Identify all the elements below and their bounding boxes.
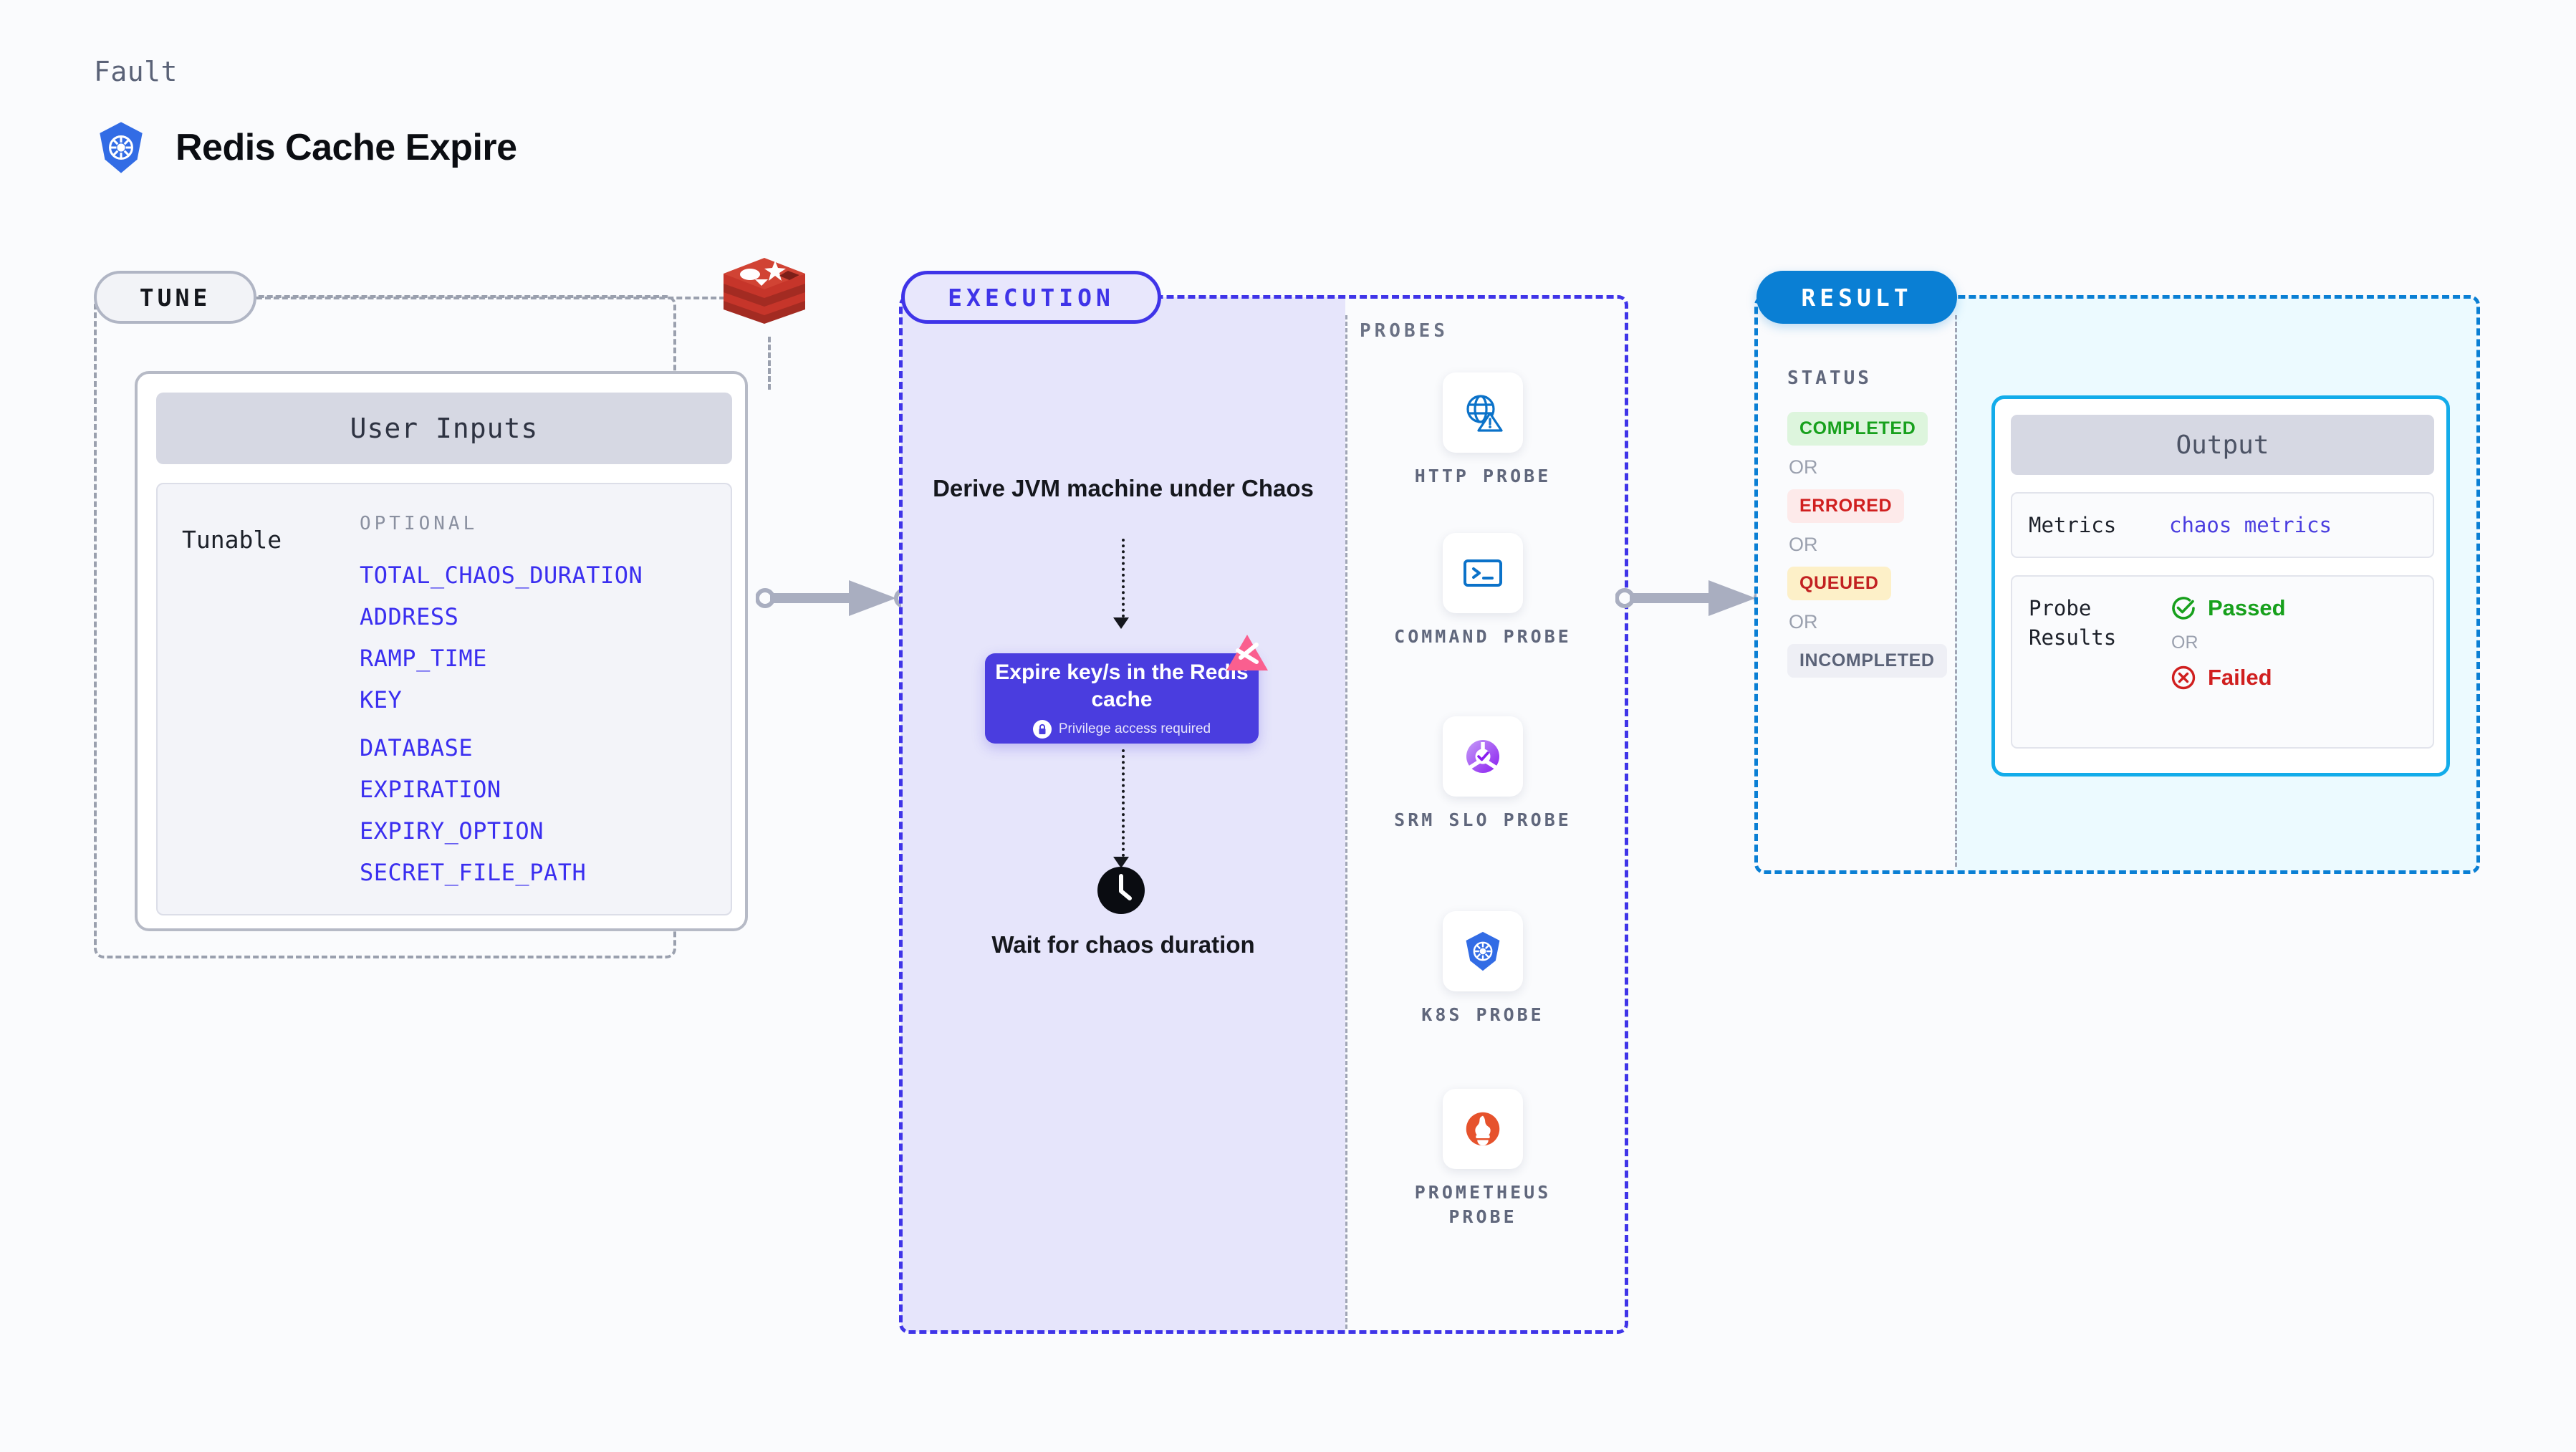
kubernetes-icon	[100, 122, 143, 173]
output-row-metrics: Metrics chaos metrics	[2011, 492, 2434, 558]
execution-step-top: Derive JVM machine under Chaos	[933, 475, 1314, 501]
globe-warning-icon	[1466, 395, 1503, 432]
flow-arrowhead	[1113, 857, 1129, 868]
output-row-probe-results: Probe Results Passed OR Failed	[2011, 575, 2434, 749]
tunable-item[interactable]: TOTAL_CHAOS_DURATION	[360, 562, 643, 589]
probe-verdicts: Passed OR Failed	[2169, 594, 2286, 692]
probe-item-http[interactable]: HTTP PROBE	[1375, 372, 1590, 489]
srm-slo-icon	[1466, 740, 1499, 773]
verdict-failed: Failed	[2169, 663, 2286, 692]
output-card: Output Metrics chaos metrics Probe Resul…	[1991, 395, 2450, 777]
terminal-icon	[1464, 559, 1502, 587]
status-or: OR	[1789, 534, 1818, 555]
verdict-passed-text: Passed	[2208, 595, 2286, 620]
probe-label: K8S PROBE	[1421, 1004, 1544, 1025]
tunable-item[interactable]: KEY	[360, 686, 403, 713]
tunable-item[interactable]: EXPIRY_OPTION	[360, 817, 544, 845]
probe-item-command[interactable]: COMMAND PROBE	[1375, 533, 1590, 649]
verdict-or: OR	[2171, 633, 2198, 653]
execution-badge: EXECUTION	[901, 271, 1161, 324]
flow-arrow-execution-to-result	[1615, 580, 1773, 616]
tunable-group-label: Tunable	[182, 526, 282, 554]
user-inputs-body: Tunable OPTIONAL TOTAL_CHAOS_DURATION AD…	[156, 483, 732, 915]
tunable-item[interactable]: ADDRESS	[360, 603, 459, 630]
status-or: OR	[1789, 611, 1818, 633]
tunable-item[interactable]: DATABASE	[360, 734, 474, 761]
result-inner-divider	[1955, 315, 1957, 867]
optional-label: OPTIONAL	[360, 513, 479, 534]
kubernetes-icon	[1466, 931, 1500, 971]
execution-step-bottom: Wait for chaos duration	[991, 931, 1255, 958]
user-inputs-card: User Inputs Tunable OPTIONAL TOTAL_CHAOS…	[135, 371, 748, 931]
probe-results-key: Probe Results	[2029, 596, 2117, 650]
flow-arrow-tune-to-execution	[756, 580, 913, 616]
probes-label: PROBES	[1360, 320, 1448, 342]
flow-arrowhead	[1113, 617, 1129, 629]
status-badge-queued: QUEUED	[1787, 567, 1891, 600]
result-section-frame	[1754, 295, 2480, 874]
execution-action-title: Expire key/s in the Redis cache	[995, 660, 1249, 711]
metrics-value[interactable]: chaos metrics	[2169, 513, 2332, 537]
redis-icon	[724, 258, 805, 324]
verdict-failed-text: Failed	[2208, 665, 2272, 690]
execution-section-frame	[899, 295, 1628, 1334]
probe-item-k8s[interactable]: K8S PROBE	[1375, 911, 1590, 1027]
probe-tile	[1443, 911, 1523, 991]
probe-tile	[1443, 533, 1523, 613]
metrics-key: Metrics	[2029, 512, 2117, 537]
x-circle-icon	[2171, 665, 2196, 690]
optional-column: OPTIONAL TOTAL_CHAOS_DURATION ADDRESS RA…	[360, 513, 731, 914]
status-label: STATUS	[1787, 367, 1872, 389]
page-title-row: Redis Cache Expire	[94, 120, 517, 175]
tunable-item[interactable]: RAMP_TIME	[360, 645, 487, 672]
privilege-note-text: Privilege access required	[1058, 721, 1211, 736]
flow-connector-dotted	[1122, 749, 1125, 857]
privilege-note: Privilege access required	[1032, 719, 1211, 739]
page-title: Redis Cache Expire	[176, 127, 517, 168]
probe-label: COMMAND PROBE	[1394, 626, 1572, 647]
page-eyebrow: Fault	[94, 56, 178, 87]
tunable-item[interactable]: SECRET_FILE_PATH	[360, 859, 587, 886]
probe-tile	[1443, 716, 1523, 797]
redis-connector-stub	[768, 337, 771, 390]
status-badge-incompleted: INCOMPLETED	[1787, 644, 1947, 678]
probe-tile	[1443, 372, 1523, 453]
result-badge: RESULT	[1756, 271, 1957, 324]
status-badge-errored: ERRORED	[1787, 489, 1905, 523]
execution-action-card[interactable]: Expire key/s in the Redis cache Privileg…	[985, 653, 1259, 744]
probe-tile	[1443, 1089, 1523, 1169]
clock-icon	[1097, 867, 1145, 914]
check-circle-icon	[2172, 597, 2195, 620]
user-inputs-header: User Inputs	[156, 393, 732, 464]
tunable-item[interactable]: EXPIRATION	[360, 776, 501, 803]
probe-item-prometheus[interactable]: PROMETHEUS PROBE	[1375, 1089, 1590, 1229]
probe-label: SRM SLO PROBE	[1394, 809, 1572, 830]
execution-probes-divider	[1345, 315, 1347, 1329]
litmus-icon	[1226, 635, 1268, 670]
verdict-passed: Passed	[2169, 594, 2286, 622]
output-header: Output	[2011, 415, 2434, 475]
status-or: OR	[1789, 456, 1818, 478]
flow-connector-dotted	[1122, 539, 1125, 617]
lock-icon	[1032, 719, 1052, 739]
status-list: COMPLETED OR ERRORED OR QUEUED OR INCOMP…	[1787, 412, 1952, 678]
probe-label: HTTP PROBE	[1414, 466, 1552, 486]
prometheus-icon	[1466, 1112, 1500, 1146]
tune-source-connector	[256, 297, 751, 299]
probe-label: PROMETHEUS PROBE	[1414, 1182, 1552, 1227]
probe-item-srm-slo[interactable]: SRM SLO PROBE	[1375, 716, 1590, 832]
tune-badge: TUNE	[94, 271, 256, 324]
status-badge-completed: COMPLETED	[1787, 412, 1928, 446]
